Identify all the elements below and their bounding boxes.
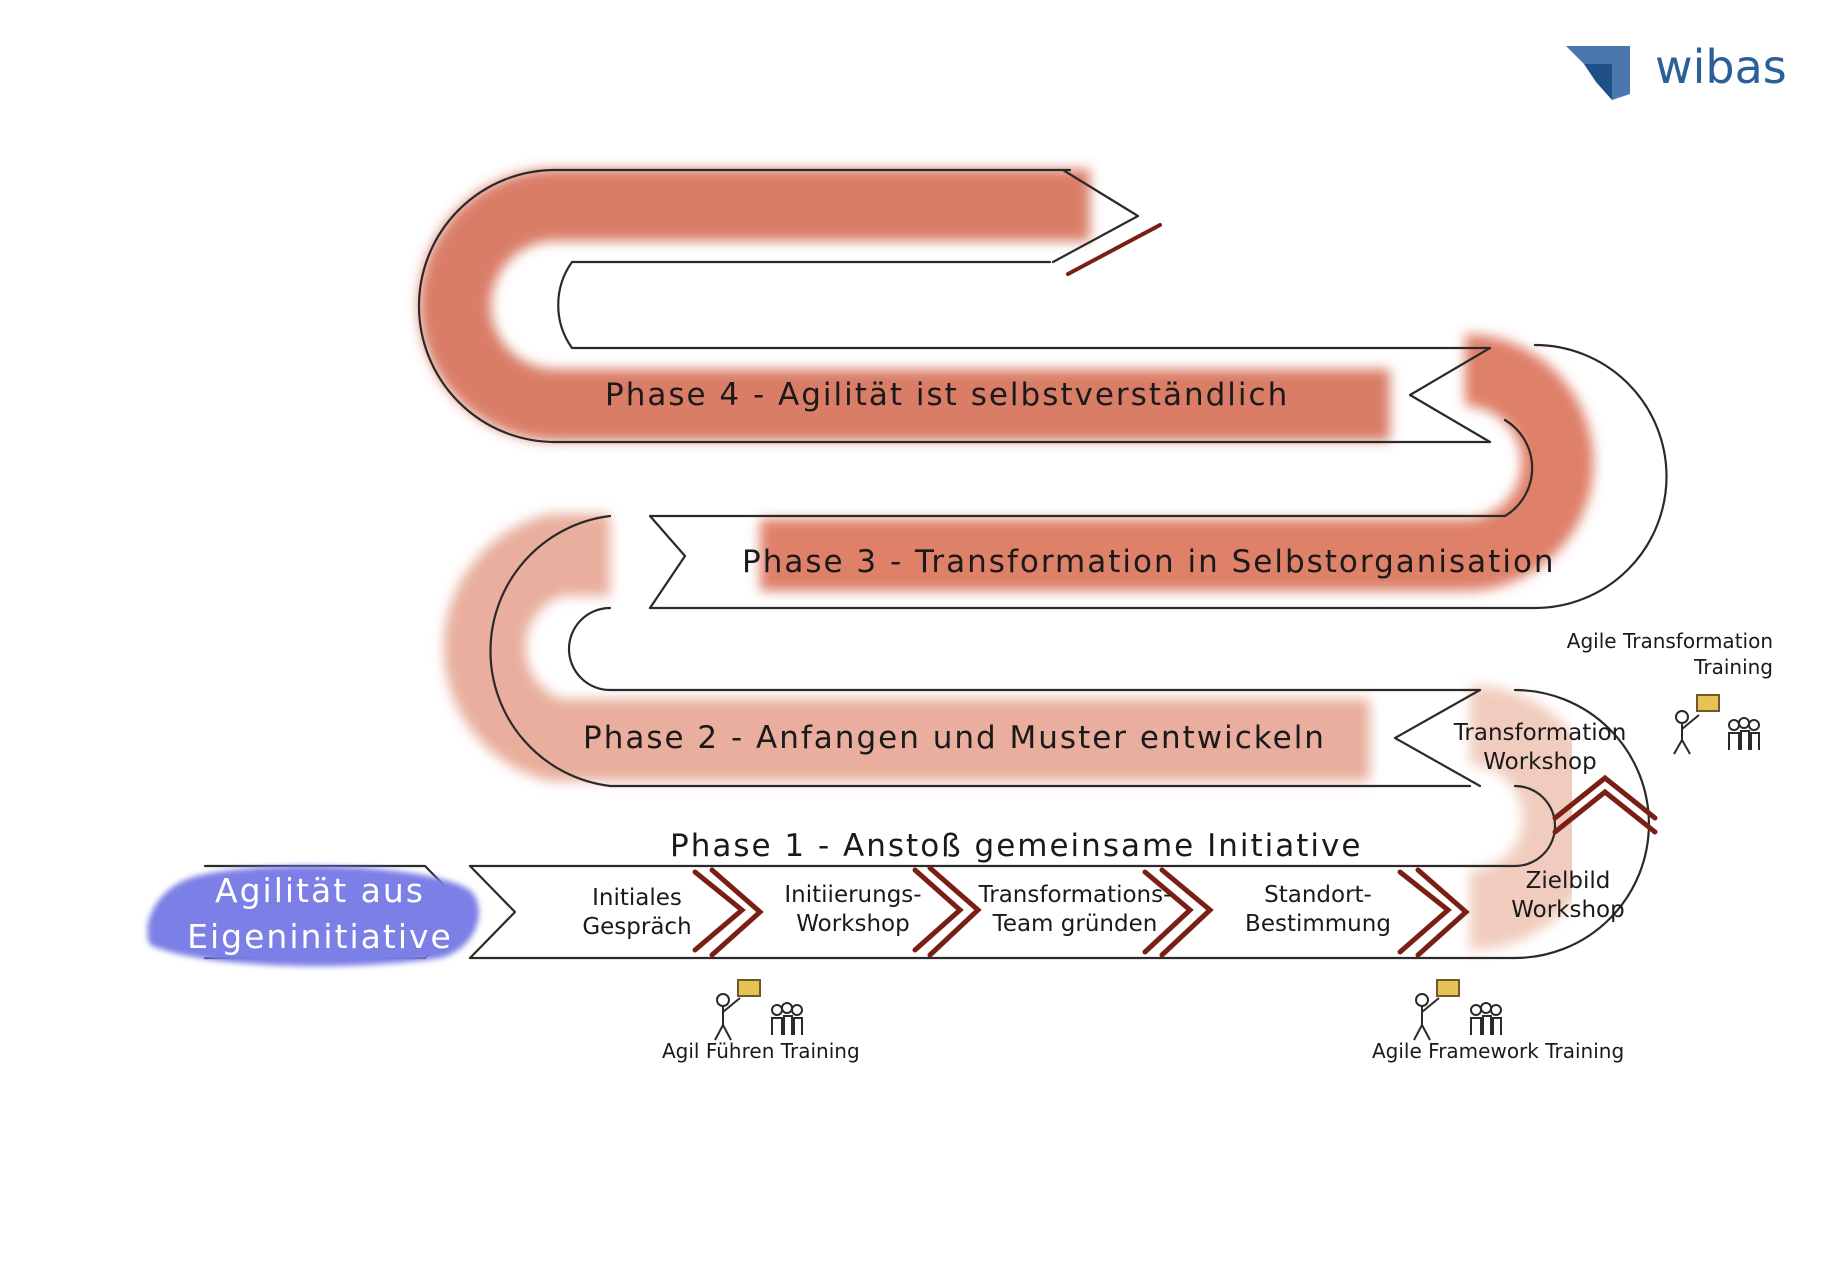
group-people-icon (771, 1002, 803, 1035)
training-icon-agil-fuehren (714, 979, 803, 1041)
start-label-line2: Eigeninitiative (187, 917, 453, 956)
phase-3-band (760, 334, 1594, 591)
training-icon-agile-framework (1413, 979, 1502, 1041)
phase-2-label: Phase 2 - Anfangen und Muster entwickeln (583, 720, 1326, 756)
step-label-line2: Bestimmung (1245, 911, 1391, 937)
trainer-icon (1675, 710, 1689, 724)
step-label-line2: Workshop (796, 911, 909, 937)
flipchart-icon (1696, 694, 1720, 712)
chevron-2b (927, 865, 982, 958)
chevron-3b (1159, 867, 1214, 958)
trainer-icon (1415, 993, 1429, 1007)
step-transformations-team: Transformations- Team gründen (978, 882, 1172, 937)
chevron-4b (1415, 867, 1470, 958)
flipchart-icon (737, 979, 761, 997)
group-people-icon (1728, 717, 1760, 750)
start-blob: Agilität aus Eigeninitiative (147, 866, 479, 967)
wibas-logo: wibas (1566, 40, 1787, 100)
step-label-line1: Transformation (1453, 720, 1627, 746)
training-agile-framework-label: Agile Framework Training (1372, 1039, 1624, 1063)
training-icon-agile-transformation (1673, 694, 1760, 755)
step-label-line2: Workshop (1483, 749, 1596, 775)
chevron-5 (1552, 788, 1658, 835)
step-initiierungs-workshop: Initiierungs- Workshop (784, 882, 921, 937)
step-label-line1: Zielbild (1526, 868, 1611, 894)
step-label-line1: Transformations- (978, 882, 1172, 908)
step-label-line2: Team gründen (992, 911, 1158, 937)
phase-4-label: Phase 4 - Agilität ist selbstverständlic… (605, 377, 1289, 413)
phase-1-band (540, 685, 1603, 950)
flipchart-icon (1436, 979, 1460, 997)
step-label-line2: Workshop (1511, 897, 1624, 923)
training-agil-fuehren-label: Agil Führen Training (662, 1039, 860, 1063)
step-zielbild-workshop: Zielbild Workshop (1511, 868, 1624, 923)
start-label-line1: Agilität aus (215, 871, 425, 910)
logo-text: wibas (1655, 40, 1787, 94)
group-people-icon (1470, 1002, 1502, 1035)
chevron-3 (1142, 869, 1194, 955)
logo-mark-icon (1566, 46, 1630, 100)
training-agile-transformation-label-line1: Agile Transformation (1567, 629, 1773, 653)
step-label-line2: Gespräch (582, 914, 691, 940)
chevron-1b (709, 867, 764, 958)
trainer-icon (716, 993, 730, 1007)
step-initiales-gespraech: Initiales Gespräch (582, 885, 691, 940)
step-label-line1: Initiales (592, 885, 682, 911)
chevron-2 (912, 867, 964, 953)
step-label-line1: Initiierungs- (784, 882, 921, 908)
phase-2-band (443, 514, 1370, 781)
chevron-4 (1397, 869, 1452, 955)
chevron-1 (692, 869, 746, 953)
chevron-5b (1552, 774, 1658, 821)
step-standort-bestimmung: Standort- Bestimmung (1245, 882, 1391, 937)
training-agile-transformation-label-line2: Training (1693, 655, 1773, 679)
phase-4-band (419, 169, 1390, 441)
step-transformation-workshop: Transformation Workshop (1453, 720, 1627, 775)
step-label-line1: Standort- (1264, 882, 1372, 908)
phase-1-label: Phase 1 - Anstoß gemeinsame Initiative (670, 828, 1362, 864)
step-chevrons (692, 774, 1658, 958)
phase-3-label: Phase 3 - Transformation in Selbstorgani… (742, 544, 1556, 580)
